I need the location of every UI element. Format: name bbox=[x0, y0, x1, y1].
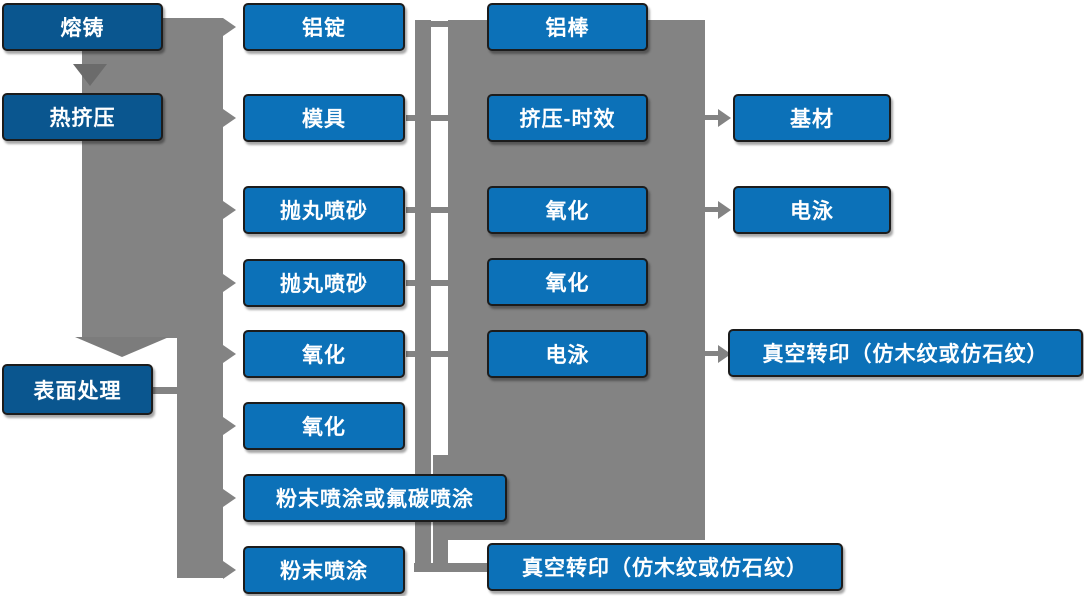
node-oxidation-1: 氧化 bbox=[243, 330, 405, 378]
node-powder-coating: 粉末喷涂 bbox=[243, 546, 405, 594]
connector-stub-row3 bbox=[406, 207, 448, 213]
connector-stub-row2 bbox=[406, 115, 448, 121]
node-surface-treatment: 表面处理 bbox=[2, 364, 153, 415]
arrow-melting-to-hot-extrusion-icon bbox=[73, 64, 107, 86]
arrow-to-shot-blasting-2-icon bbox=[223, 274, 236, 292]
node-hot-extrusion: 热挤压 bbox=[2, 93, 163, 141]
connector-stub-row4 bbox=[406, 280, 448, 286]
node-melting-casting: 熔铸 bbox=[2, 3, 163, 51]
connector-spine bbox=[415, 20, 431, 572]
connector-bottom-bar bbox=[414, 563, 487, 572]
node-shot-blasting-2: 抛丸喷砂 bbox=[243, 259, 405, 307]
node-powder-or-fluorocarbon-coating: 粉末喷涂或氟碳喷涂 bbox=[243, 474, 507, 522]
arrow-to-substrate-icon bbox=[718, 109, 731, 127]
node-vacuum-transfer-2: 真空转印（仿木纹或仿石纹） bbox=[728, 329, 1083, 377]
connector-stub-row1 bbox=[415, 21, 448, 27]
arrow-to-surface-treatment-icon bbox=[75, 337, 169, 357]
node-substrate: 基材 bbox=[733, 94, 891, 142]
connector-vacuum-transfer-shaft bbox=[703, 351, 720, 356]
arrow-to-shot-blasting-1-icon bbox=[223, 201, 236, 219]
node-oxidation-2: 氧化 bbox=[243, 402, 405, 450]
node-oxidation-4: 氧化 bbox=[487, 258, 648, 306]
arrow-to-vacuum-transfer-2-icon bbox=[718, 345, 731, 363]
node-vacuum-transfer-1: 真空转印（仿木纹或仿石纹） bbox=[487, 543, 843, 591]
connector-left-narrow-band bbox=[177, 338, 223, 578]
arrow-to-electrophoresis-2-icon bbox=[718, 201, 731, 219]
node-mold: 模具 bbox=[243, 94, 405, 142]
node-oxidation-3: 氧化 bbox=[487, 186, 648, 234]
connector-stub-row5 bbox=[406, 351, 448, 357]
connector-substrate-shaft bbox=[703, 115, 720, 120]
arrow-to-powder-coating-icon bbox=[223, 561, 236, 579]
arrow-to-aluminum-ingot-icon bbox=[223, 18, 236, 36]
arrow-to-oxidation-1-icon bbox=[223, 345, 236, 363]
connector-surface-treatment-stub bbox=[150, 387, 180, 394]
node-aluminum-rod: 铝棒 bbox=[487, 3, 648, 51]
node-shot-blasting-1: 抛丸喷砂 bbox=[243, 186, 405, 234]
node-aluminum-ingot: 铝锭 bbox=[243, 3, 405, 51]
arrow-to-powder-fluorocarbon-icon bbox=[223, 489, 236, 507]
arrow-to-mold-icon bbox=[223, 109, 236, 127]
node-extrusion-aging: 挤压-时效 bbox=[487, 94, 648, 142]
node-electrophoresis-1: 电泳 bbox=[487, 330, 648, 378]
connector-electrophoresis-shaft bbox=[703, 207, 720, 212]
arrow-to-oxidation-2-icon bbox=[223, 417, 236, 435]
node-electrophoresis-2: 电泳 bbox=[733, 186, 891, 234]
